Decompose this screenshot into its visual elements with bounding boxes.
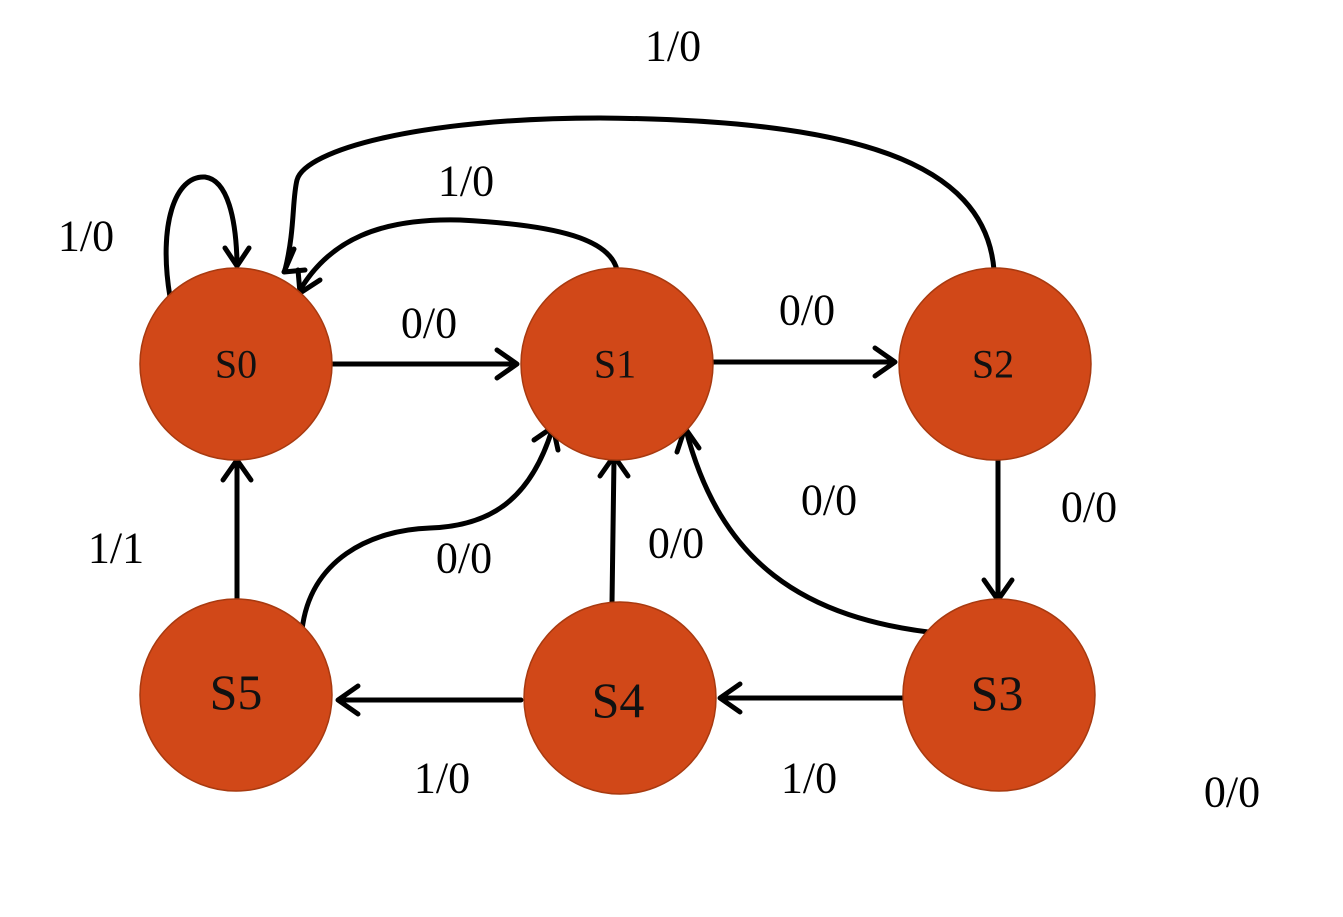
edge-label-s1-s0: 1/0 [438, 157, 494, 206]
edge-s5-s1 [299, 427, 555, 633]
edge-label-s0-s0: 1/0 [58, 212, 114, 261]
edge-s1-s0 [297, 217, 620, 293]
edge-s3-s4-arrowhead [717, 681, 743, 715]
state-label-s0: S0 [215, 342, 257, 387]
state-s3 [902, 598, 1096, 792]
edge-s3-s1 [683, 427, 949, 637]
state-s2 [898, 267, 1092, 461]
edge-label-s4-s1: 0/0 [648, 519, 704, 568]
state-s0 [139, 267, 333, 461]
edge-s4-s1 [609, 455, 617, 606]
states: S0 S1 S2 S3 S4 S5 [139, 267, 1096, 795]
state-label-s4: S4 [592, 672, 645, 728]
state-s4 [523, 601, 717, 795]
state-s5 [139, 598, 333, 792]
edge-label-s2-s0: 1/0 [645, 22, 701, 71]
edge-s2-s0 [282, 115, 997, 273]
edges [163, 115, 1015, 717]
state-label-s5: S5 [210, 664, 263, 720]
edge-s4-s5-arrowhead [335, 683, 361, 717]
edge-label-s3-s1: 0/0 [801, 476, 857, 525]
state-label-s1: S1 [594, 342, 636, 387]
edge-label-s4-s5: 1/0 [414, 754, 470, 803]
state-s1 [520, 267, 714, 461]
edge-label-s3-s4: 1/0 [781, 754, 837, 803]
stray-label: 0/0 [1204, 768, 1260, 817]
edge-labels: 1/0 0/0 1/0 0/0 1/0 0/0 0/0 1/0 0/0 1/0 … [58, 22, 1260, 817]
state-label-s3: S3 [971, 665, 1024, 721]
edge-s2-s0-arrowhead [281, 246, 308, 275]
state-label-s2: S2 [972, 342, 1014, 387]
edge-label-s5-s0: 1/1 [88, 524, 144, 573]
edge-s0-s0-arrowhead [222, 245, 252, 269]
edge-s0-s0 [163, 174, 240, 300]
edge-s0-s1-arrowhead [494, 347, 520, 381]
edge-label-s5-s1: 0/0 [436, 534, 492, 583]
edge-label-s1-s2: 0/0 [779, 286, 835, 335]
edge-label-s2-s3: 0/0 [1061, 483, 1117, 532]
edge-label-s0-s1: 0/0 [401, 299, 457, 348]
edge-s1-s2-arrowhead [872, 345, 898, 379]
